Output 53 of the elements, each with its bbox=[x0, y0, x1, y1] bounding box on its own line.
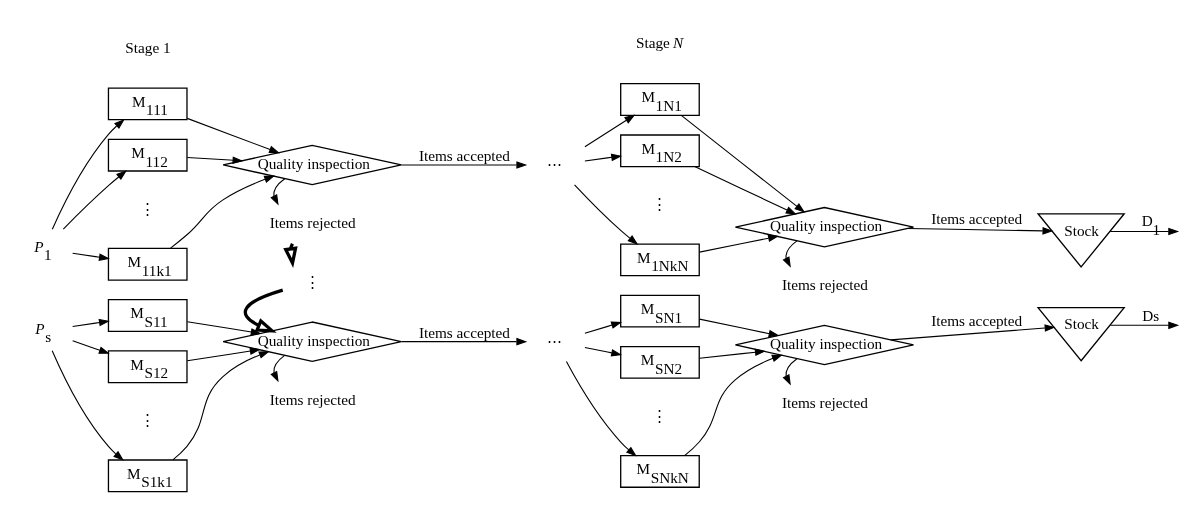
label: Stage N bbox=[635, 33, 684, 51]
arrow bbox=[400, 337, 528, 345]
arrow bbox=[172, 350, 270, 460]
arrow bbox=[270, 177, 286, 206]
arrow bbox=[698, 318, 780, 337]
arrow bbox=[782, 239, 798, 268]
arrow bbox=[72, 318, 110, 327]
arrow bbox=[186, 346, 261, 361]
arrow bbox=[186, 155, 244, 164]
arrow bbox=[243, 288, 284, 333]
node-text: Items rejected bbox=[781, 393, 868, 411]
arrow bbox=[584, 153, 623, 162]
node-text: ⋯ bbox=[547, 154, 563, 172]
arrow bbox=[400, 160, 528, 169]
node-text: Items rejected bbox=[781, 275, 868, 293]
arrow bbox=[51, 118, 125, 230]
label: ⋮ bbox=[140, 199, 156, 217]
arrow bbox=[906, 226, 1054, 235]
arrow bbox=[62, 169, 127, 230]
label: ⋮ bbox=[140, 410, 156, 428]
arrow bbox=[170, 175, 276, 249]
arrow bbox=[698, 234, 779, 253]
edge-label: Items accepted bbox=[931, 209, 1023, 227]
node-text: Items rejected bbox=[269, 390, 356, 408]
arrow bbox=[565, 360, 637, 457]
arrow bbox=[694, 165, 797, 215]
label: ⋮ bbox=[652, 406, 668, 424]
label: ⋮ bbox=[652, 194, 668, 212]
arrow bbox=[72, 339, 110, 354]
arrow bbox=[186, 320, 262, 336]
node-text: ⋮ bbox=[304, 272, 320, 290]
arrow bbox=[890, 323, 1056, 340]
arrow bbox=[51, 349, 124, 461]
node-text: ⋯ bbox=[547, 331, 563, 349]
arrow bbox=[270, 354, 286, 382]
edge-label: Items accepted bbox=[931, 311, 1023, 329]
node-text: Items rejected bbox=[269, 213, 356, 231]
edge-label: Ds bbox=[1142, 306, 1160, 324]
arrow bbox=[1109, 227, 1180, 235]
arrow bbox=[584, 321, 623, 334]
arrow bbox=[186, 117, 280, 153]
edge-label: Items accepted bbox=[418, 146, 510, 164]
arrow bbox=[1109, 321, 1180, 329]
label: Stage 1 bbox=[125, 38, 171, 56]
arrow bbox=[698, 348, 766, 359]
arrow bbox=[584, 346, 623, 357]
arrow bbox=[574, 183, 639, 245]
arrow bbox=[680, 114, 806, 213]
arrow bbox=[72, 252, 110, 261]
arrow bbox=[782, 357, 798, 386]
arrow bbox=[684, 354, 783, 456]
edge-label: Items accepted bbox=[418, 323, 510, 341]
arrow bbox=[584, 114, 636, 147]
